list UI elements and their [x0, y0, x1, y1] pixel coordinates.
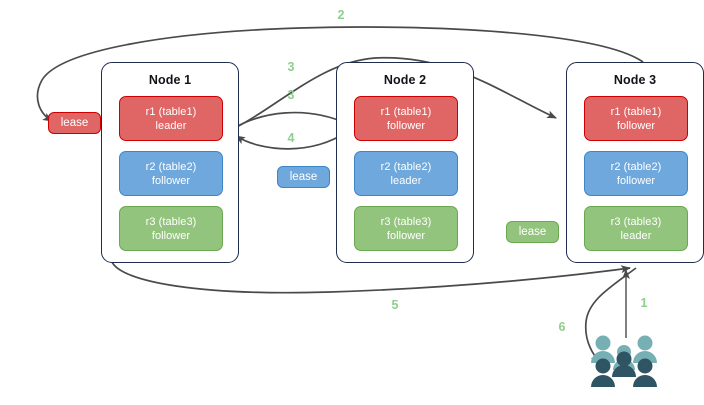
lease-badge-blue: lease: [277, 166, 330, 188]
replica-r3-node3: r3 (table3) leader: [584, 206, 688, 251]
replica-name: r1 (table1): [380, 105, 432, 118]
client-group: [588, 334, 660, 390]
replica-name: r3 (table3): [610, 215, 662, 228]
arrow-step-3-to-node2: [228, 111, 349, 132]
replica-text: r1 (table1) leader: [120, 105, 222, 133]
replica-role: leader: [390, 174, 422, 187]
lease-label: lease: [60, 117, 89, 129]
step-label-3b: 3: [287, 88, 295, 102]
step-label-6: 6: [558, 320, 566, 334]
replica-r3-node2: r3 (table3) follower: [354, 206, 458, 251]
replica-name: r3 (table3): [145, 215, 197, 228]
replica-role: follower: [616, 119, 656, 132]
replica-name: r2 (table2): [145, 160, 197, 173]
step-label-3a: 3: [287, 60, 295, 74]
node-title: Node 3: [613, 73, 657, 87]
step-label-2: 2: [337, 8, 345, 22]
step-label-5: 5: [391, 298, 399, 312]
replica-name: r1 (table1): [145, 105, 197, 118]
node-container-2: Node 2 r1 (table1) follower r2 (table2) …: [336, 62, 474, 263]
replica-role: follower: [386, 229, 426, 242]
step-label-1: 1: [640, 296, 648, 310]
arrow-step-5: [111, 261, 631, 294]
replica-text: r2 (table2) follower: [585, 160, 687, 188]
replica-name: r2 (table2): [610, 160, 662, 173]
replica-role: follower: [386, 119, 426, 132]
node-container-3: Node 3 r1 (table1) follower r2 (table2) …: [566, 62, 704, 263]
step-label-4: 4: [287, 131, 295, 145]
replica-text: r3 (table3) leader: [585, 215, 687, 243]
replica-r1-node2: r1 (table1) follower: [354, 96, 458, 141]
replica-role: follower: [151, 229, 191, 242]
lease-label: lease: [518, 226, 547, 238]
replica-text: r1 (table1) follower: [355, 105, 457, 133]
replica-text: r3 (table3) follower: [355, 215, 457, 243]
lease-badge-red: lease: [48, 112, 101, 134]
replica-r2-node2: r2 (table2) leader: [354, 151, 458, 196]
replica-r2-node1: r2 (table2) follower: [119, 151, 223, 196]
replica-text: r2 (table2) leader: [355, 160, 457, 188]
replica-name: r3 (table3): [380, 215, 432, 228]
node-container-1: Node 1 r1 (table1) leader r2 (table2) fo…: [101, 62, 239, 263]
replica-name: r2 (table2): [380, 160, 432, 173]
replica-role: follower: [151, 174, 191, 187]
replica-r1-node3: r1 (table1) follower: [584, 96, 688, 141]
node-title: Node 1: [148, 73, 192, 87]
lease-label: lease: [289, 171, 318, 183]
lease-badge-green: lease: [506, 221, 559, 243]
replica-role: follower: [616, 174, 656, 187]
replica-text: r3 (table3) follower: [120, 215, 222, 243]
replica-r1-node1: r1 (table1) leader: [119, 96, 223, 141]
replica-text: r1 (table1) follower: [585, 105, 687, 133]
replica-text: r2 (table2) follower: [120, 160, 222, 188]
node-title: Node 2: [383, 73, 427, 87]
replica-role: leader: [155, 119, 187, 132]
replica-r2-node3: r2 (table2) follower: [584, 151, 688, 196]
replica-role: leader: [620, 229, 652, 242]
replica-name: r1 (table1): [610, 105, 662, 118]
people-group-icon: [591, 335, 657, 387]
replica-r3-node1: r3 (table3) follower: [119, 206, 223, 251]
